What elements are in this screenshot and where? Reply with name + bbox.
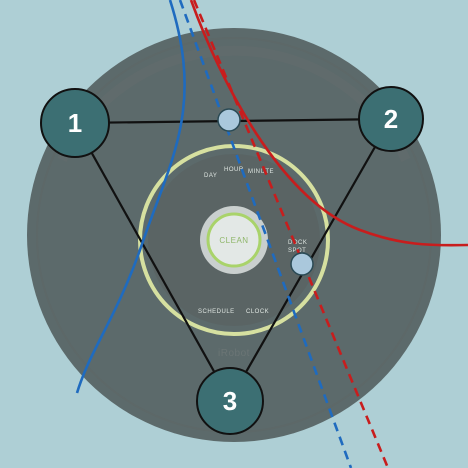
red-dashed-line — [192, 0, 390, 468]
button-text-day: DAY — [204, 173, 217, 179]
node-1[interactable]: 1 — [40, 88, 110, 158]
node-1-circle[interactable] — [40, 88, 110, 158]
node-2-label: 2 — [384, 104, 398, 134]
robot-brand-logo: iRobot — [218, 348, 250, 359]
red-solid-curve — [189, 0, 468, 247]
intersection-marker-right — [290, 252, 314, 276]
node-1-label: 1 — [68, 108, 82, 138]
node-3-circle[interactable] — [196, 367, 264, 435]
button-text-minute: MINUTE — [248, 169, 274, 175]
blue-solid-curve — [75, 0, 186, 394]
button-text-hour: HOUR — [224, 167, 244, 173]
node-3[interactable]: 3 — [196, 367, 264, 435]
intersection-marker-top — [217, 108, 241, 132]
clean-button[interactable] — [206, 212, 262, 268]
clean-button-label: CLEAN — [219, 236, 248, 245]
button-text-dock: DOCK — [288, 240, 307, 246]
node-3-label: 3 — [223, 386, 237, 416]
blue-curves — [75, 0, 353, 468]
blue-dashed-line — [178, 0, 353, 468]
node-2-circle[interactable] — [358, 86, 424, 152]
button-text-schedule: SCHEDULE — [198, 309, 235, 315]
button-text-clock: CLOCK — [246, 309, 269, 315]
edge-1-3 — [74, 122, 231, 401]
node-2[interactable]: 2 — [358, 86, 424, 152]
red-curves — [189, 0, 468, 468]
